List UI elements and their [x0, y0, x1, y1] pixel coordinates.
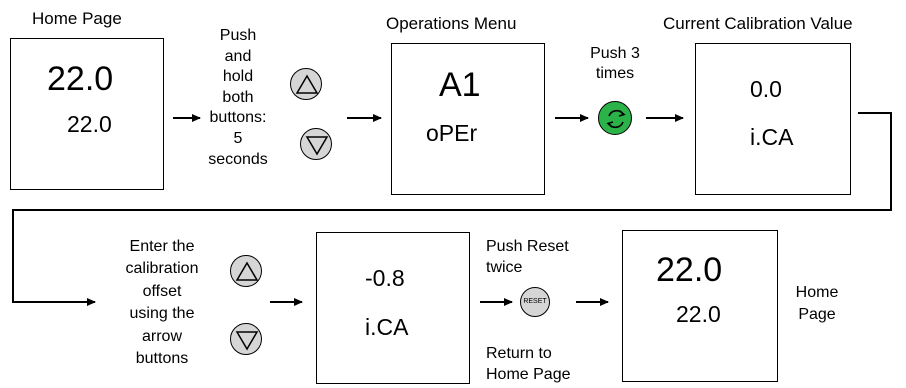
- instruction-line: 5: [233, 129, 243, 147]
- instruction-line: Push 3: [590, 45, 640, 62]
- display-top-value: -0.8: [365, 265, 405, 291]
- instruction-line: Push Reset: [486, 238, 569, 255]
- down-arrow-button[interactable]: [300, 128, 332, 160]
- instruction-line: Enter the: [129, 238, 195, 255]
- push-times-instructions: Push 3 times: [580, 44, 650, 84]
- up-arrow-button[interactable]: [290, 68, 322, 100]
- display-top-value: A1: [439, 66, 481, 104]
- instruction-line: seconds: [208, 150, 268, 168]
- down-arrow-icon: [305, 136, 329, 156]
- display-bottom-value: 22.0: [676, 301, 721, 327]
- instruction-line: buttons: [135, 350, 189, 368]
- instruction-line: and: [224, 47, 252, 65]
- final-home-page-label: Home Page: [788, 282, 846, 326]
- display-top-value: 0.0: [750, 76, 782, 102]
- home-page-display: 22.0 22.0: [10, 38, 164, 190]
- cycle-icon: [606, 109, 626, 129]
- offset-display: -0.8 i.CA: [316, 232, 470, 384]
- display-bottom-value: oPEr: [426, 120, 478, 146]
- up-arrow-button[interactable]: [230, 255, 262, 287]
- calibration-value-display: 0.0 i.CA: [695, 43, 851, 195]
- instruction-line: calibration: [125, 260, 199, 278]
- instruction-line: times: [595, 65, 635, 82]
- instruction-line: both: [222, 88, 254, 106]
- display-top-value: 22.0: [47, 60, 114, 98]
- instruction-line: twice: [486, 259, 523, 276]
- enter-offset-instructions: Enter the calibration offset using the a…: [108, 236, 216, 370]
- display-top-value: 22.0: [656, 251, 723, 289]
- instruction-line: offset: [142, 282, 182, 300]
- display-bottom-value: i.CA: [365, 314, 409, 340]
- reset-button[interactable]: RESET: [520, 287, 550, 317]
- return-home-note: Return to Home Page: [486, 343, 596, 385]
- hold-instructions: Push and hold both buttons: 5 seconds: [200, 26, 276, 170]
- wrap-connector: [12, 112, 892, 306]
- down-arrow-button[interactable]: [230, 323, 262, 355]
- display-bottom-value: i.CA: [750, 124, 794, 150]
- operations-menu-title: Operations Menu: [386, 14, 517, 33]
- cycle-button[interactable]: [598, 101, 632, 135]
- instruction-line: Home Page: [486, 366, 571, 383]
- final-home-page-display: 22.0 22.0: [622, 230, 778, 382]
- instruction-line: using the: [129, 305, 195, 323]
- instruction-line: buttons:: [209, 109, 267, 127]
- calibration-value-title: Current Calibration Value: [663, 14, 853, 33]
- instruction-line: hold: [222, 68, 254, 86]
- label-line: Home: [795, 284, 839, 301]
- instruction-line: arrow: [141, 327, 182, 345]
- label-line: Page: [798, 306, 836, 323]
- up-arrow-icon: [295, 74, 319, 94]
- instruction-line: Return to: [486, 345, 552, 362]
- instruction-line: Push: [219, 27, 257, 44]
- down-arrow-icon: [235, 331, 259, 351]
- display-bottom-value: 22.0: [67, 111, 112, 137]
- up-arrow-icon: [235, 261, 259, 281]
- operations-menu-display: A1 oPEr: [391, 43, 545, 195]
- home-page-title: Home Page: [32, 9, 122, 28]
- push-reset-instructions: Push Reset twice: [486, 236, 596, 278]
